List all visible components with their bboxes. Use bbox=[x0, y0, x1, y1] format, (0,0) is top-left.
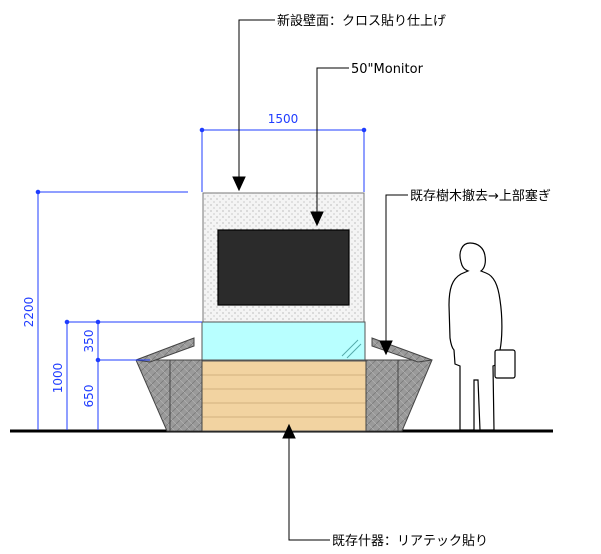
tree-removal-label: 既存樹木撤去→上部塞ぎ bbox=[410, 188, 551, 204]
monitor-label: 50"Monitor bbox=[351, 62, 424, 77]
total-height-dimension: 2200 bbox=[22, 297, 36, 328]
width-dimension: 1500 bbox=[268, 112, 299, 126]
person-silhouette bbox=[448, 242, 516, 431]
leader-lines bbox=[232, 19, 408, 541]
monitor-screen bbox=[217, 229, 350, 306]
wall-finish-label: 新設壁面：クロス貼り仕上げ bbox=[277, 13, 446, 29]
left-planter bbox=[135, 337, 203, 432]
glass-reflection bbox=[341, 339, 359, 357]
wood-fixture bbox=[201, 360, 367, 432]
dimension-lines bbox=[35, 127, 367, 430]
wood-grain bbox=[202, 374, 366, 418]
glass-reflection bbox=[346, 343, 362, 359]
base-height-dimension: 650 bbox=[82, 385, 96, 408]
glass-band bbox=[201, 321, 366, 361]
fixture-finish-label: 既存什器：リアテック貼り bbox=[332, 534, 488, 549]
upper-band-dimension: 350 bbox=[82, 330, 96, 353]
lower-height-dimension: 1000 bbox=[51, 363, 65, 394]
right-planter bbox=[365, 337, 433, 432]
